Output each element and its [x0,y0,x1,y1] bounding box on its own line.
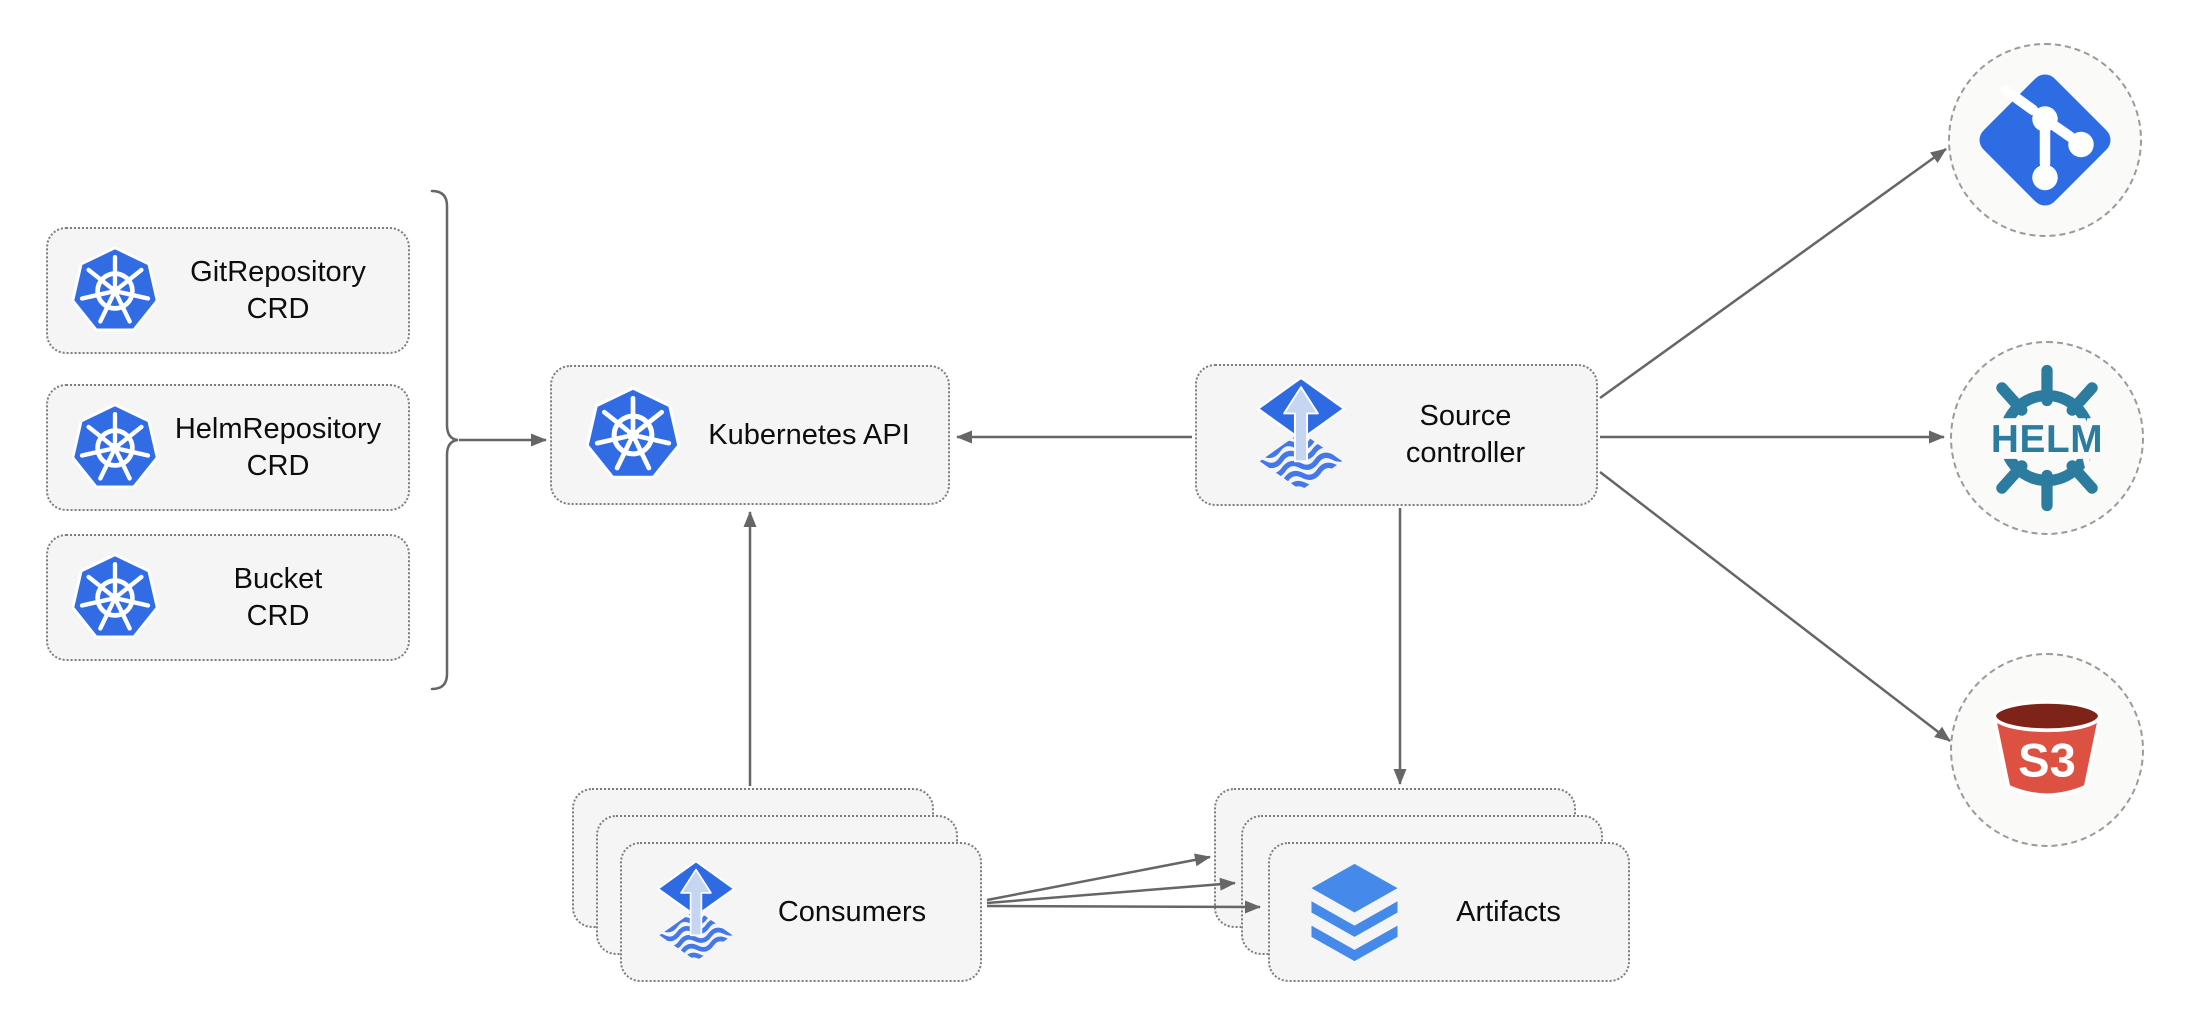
node-label: GitRepository CRD [162,254,408,327]
s3-label: S3 [2018,733,2076,786]
node-bucket-crd: Bucket CRD [46,534,410,661]
node-subtitle: controller [1405,437,1526,469]
node-title: Source [1419,400,1512,433]
edge-consumers-to-artifacts-1 [986,853,1211,902]
git-icon [1979,74,2111,206]
kubernetes-icon [585,386,681,479]
flux-source-controller-icon [1256,376,1346,491]
node-kubernetes-api: Kubernetes API [550,365,950,505]
node-helm-provider: HELM [1950,341,2144,535]
layers-icon [1311,863,1398,961]
helm-icon: HELM [1984,364,2109,512]
edge-source-controller-to-git [1599,147,1947,400]
node-label: Bucket CRD [162,561,408,634]
node-label: Artifacts [1456,895,1561,928]
node-label: Kubernetes API [708,418,910,451]
kubernetes-icon [71,402,159,488]
node-subtitle: CRD [246,449,310,482]
node-source-controller: Source controller [1195,364,1598,506]
flux-source-controller-icon [656,860,736,962]
node-label: HelmRepository CRD [162,411,408,484]
node-consumers: Consumers [620,842,982,982]
node-subtitle: CRD [246,599,310,632]
node-s3-provider: S3 [1950,653,2144,847]
node-git-provider [1948,43,2142,237]
kubernetes-icon [71,245,159,331]
node-label: Source controller [1349,398,1596,471]
node-title: GitRepository [190,255,366,288]
edge-consumers-to-artifacts-2 [986,877,1236,905]
node-subtitle: CRD [246,292,310,325]
node-title: HelmRepository [174,412,382,445]
kubernetes-icon [71,552,159,638]
crd-group-brace [430,189,459,691]
edge-source-controller-to-s3 [1599,471,1951,742]
helm-label: HELM [1991,418,2103,461]
s3-bucket-icon: S3 [1991,700,2103,798]
node-label: Consumers [777,895,927,928]
node-helmrepository-crd: HelmRepository CRD [46,384,410,511]
node-gitrepository-crd: GitRepository CRD [46,227,410,354]
node-title: Bucket [233,562,323,595]
node-artifacts: Artifacts [1268,842,1630,982]
